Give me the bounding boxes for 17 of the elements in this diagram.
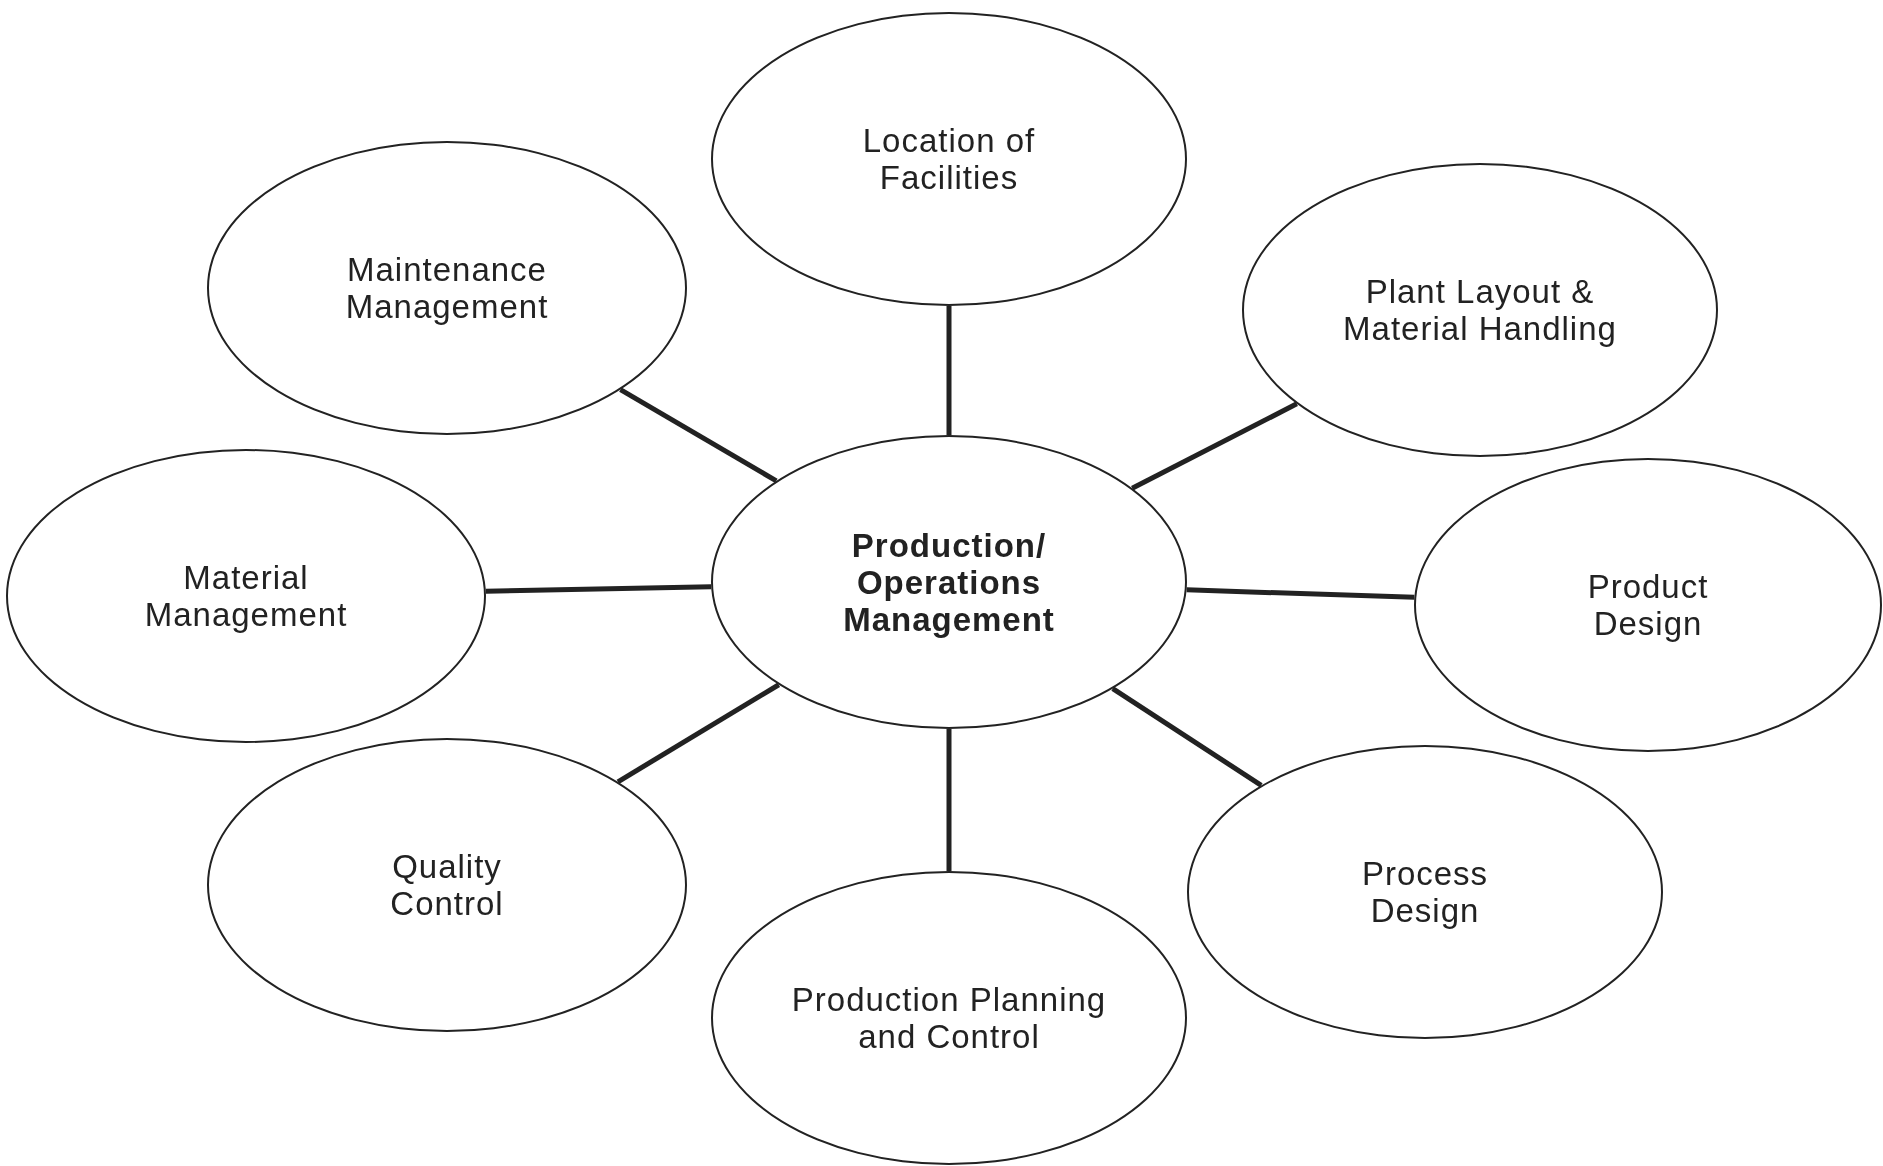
node-label: Location of Facilities xyxy=(861,122,1037,196)
node-label: Plant Layout & Material Handling xyxy=(1342,273,1618,347)
node-label: Process Design xyxy=(1360,855,1490,929)
node-label: Maintenance Management xyxy=(344,251,550,325)
node-label: Production/ Operations Management xyxy=(842,526,1056,638)
node-label: Quality Control xyxy=(389,848,505,922)
connector-line xyxy=(619,387,778,483)
connector-line xyxy=(946,729,952,871)
connector-line xyxy=(1131,401,1298,491)
connector-line xyxy=(485,584,712,594)
node-label: Product Design xyxy=(1586,568,1710,642)
connector-line xyxy=(1111,686,1263,788)
connector-line xyxy=(946,306,952,435)
node-label: Material Management xyxy=(143,559,349,633)
node-label: Production Planning and Control xyxy=(790,981,1108,1055)
connector-line xyxy=(616,682,781,784)
connector-line xyxy=(1186,587,1415,600)
